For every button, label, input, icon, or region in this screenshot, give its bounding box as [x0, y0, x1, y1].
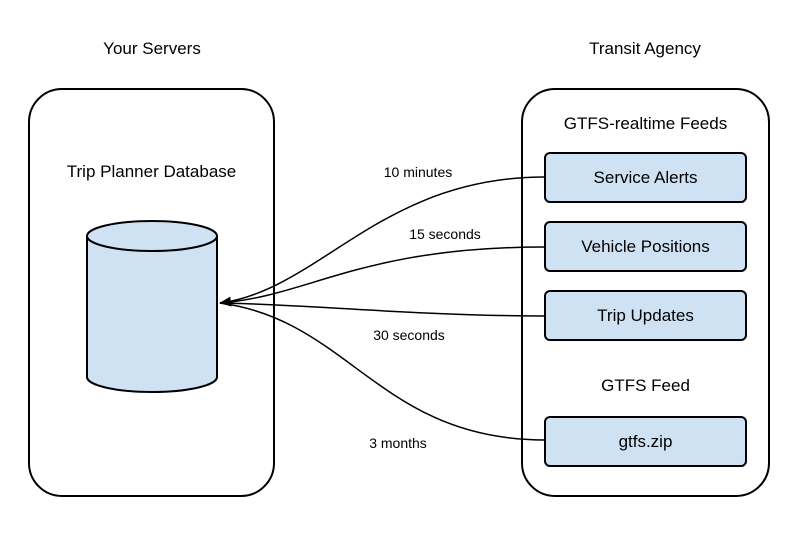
trip-updates-label: Trip Updates — [597, 305, 694, 325]
service-alerts-box: Service Alerts — [544, 152, 747, 203]
trip-updates-box: Trip Updates — [544, 290, 747, 341]
database-icon — [86, 220, 218, 393]
gtfs-realtime-feeds-heading: GTFS-realtime Feeds — [563, 114, 728, 133]
trip-updates-interval: 30 seconds — [373, 327, 445, 343]
gtfs-feed-heading: GTFS Feed — [601, 376, 690, 395]
vehicle-positions-interval: 15 seconds — [409, 226, 481, 242]
service-alerts-connector — [219, 176, 546, 307]
gtfs-zip-label: gtfs.zip — [618, 431, 673, 451]
your-servers-title: Your Servers — [103, 39, 201, 58]
gtfs-zip-connector — [219, 302, 546, 441]
gtfs-zip-interval: 3 months — [369, 435, 427, 451]
vehicle-positions-box: Vehicle Positions — [544, 221, 747, 272]
vehicle-positions-label: Vehicle Positions — [581, 236, 710, 256]
vehicle-positions-connector — [219, 246, 546, 304]
service-alerts-label: Service Alerts — [593, 167, 698, 187]
trip-planner-database-heading: Trip Planner Database — [66, 162, 237, 181]
gtfs-zip-box: gtfs.zip — [544, 416, 747, 467]
trip-updates-connector — [219, 302, 546, 317]
transit-agency-title: Transit Agency — [589, 39, 701, 58]
service-alerts-interval: 10 minutes — [383, 164, 453, 180]
